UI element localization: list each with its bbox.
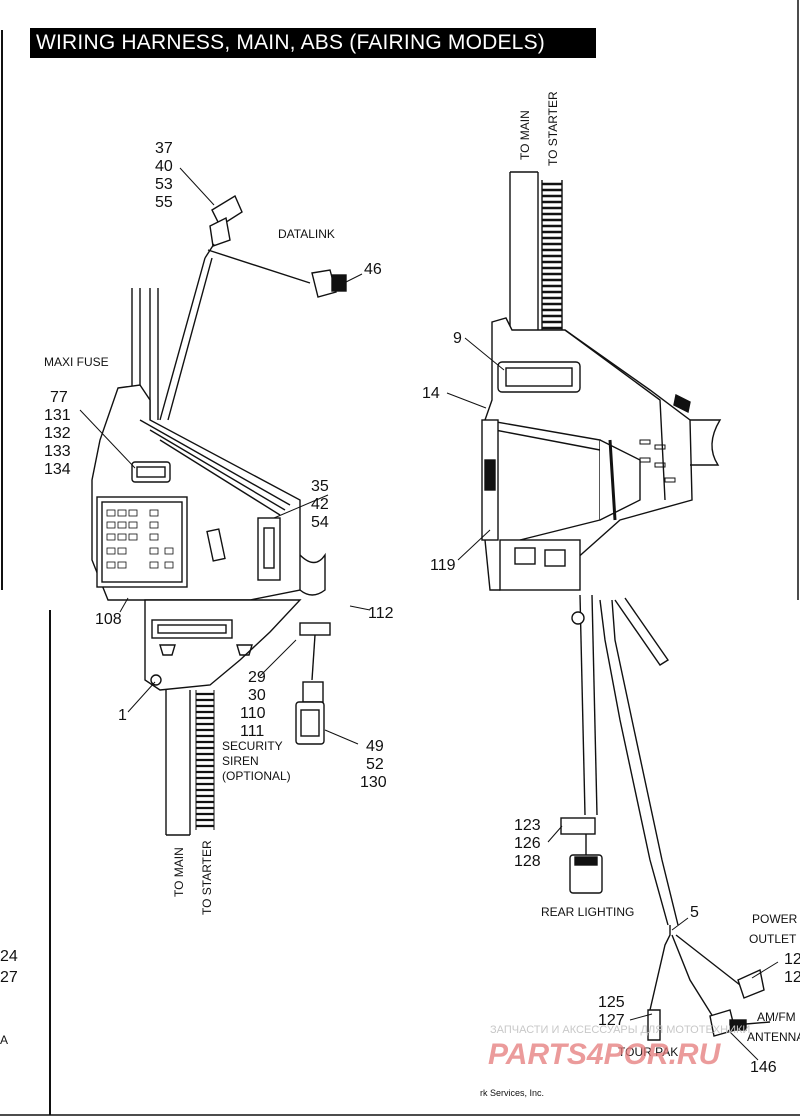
callout-77-131-134: 77 131 132 133 134 [44,389,71,478]
callout-112: 112 [368,605,394,622]
right-lower-harness [560,594,771,1041]
callout-53: 53 [155,176,173,193]
svg-text:ANTENNA: ANTENNA [747,1030,800,1044]
callout-119: 119 [430,557,456,574]
callout-108: 108 [95,611,122,628]
callout-35-42-54: 35 42 54 [311,478,329,531]
svg-text:SIREN: SIREN [222,754,259,768]
callout-110: 110 [240,705,266,722]
callout-77: 77 [50,389,68,406]
label-datalink: DATALINK [278,227,335,241]
callout-power-refs: 12 12 [784,951,800,986]
callout-9: 9 [453,330,462,347]
callout-134: 134 [44,461,71,478]
callout-29-30-110-111: 29 30 110 111 [240,669,266,740]
callout-37-40-53-55: 37 40 53 55 [155,140,173,211]
svg-text:27: 27 [0,969,18,986]
callout-40: 40 [155,158,173,175]
security-siren-connector [295,622,331,745]
callout-52: 52 [366,756,384,773]
svg-text:OUTLET: OUTLET [749,932,797,946]
callout-49: 49 [366,738,384,755]
fuse-cells [106,509,174,569]
callout-125-127: 125 127 [598,994,625,1029]
lower-harness-to-main-starter [165,690,215,836]
callout-29: 29 [248,669,266,686]
left-harness-assembly [79,167,371,836]
callout-30: 30 [248,687,266,704]
label-rear-lighting: REAR LIGHTING [541,905,634,919]
callout-133: 133 [44,443,71,460]
svg-text:SECURITY: SECURITY [222,739,283,753]
callout-123: 123 [514,817,541,834]
watermark-brand: PARTS4POR.RU [488,1038,722,1071]
svg-text:12: 12 [784,951,800,968]
label-to-starter-bottom: TO STARTER [200,840,214,915]
callout-5: 5 [690,904,699,921]
svg-text:(OPTIONAL): (OPTIONAL) [222,769,291,783]
callout-125: 125 [598,994,625,1011]
callout-37: 37 [155,140,173,157]
callout-131: 131 [44,407,71,424]
callout-132: 132 [44,425,71,442]
watermark: ЗАПЧАСТИ И АКСЕССУАРЫ ДЛЯ МОТОТЕХНИКИ PA… [480,1024,750,1098]
callout-130: 130 [360,774,387,791]
callout-54: 54 [311,514,329,531]
callout-49-52-130: 49 52 130 [360,738,387,791]
callout-35: 35 [311,478,329,495]
label-maxi-fuse: MAXI FUSE [44,355,109,369]
svg-text:AM/FM: AM/FM [757,1010,796,1024]
watermark-ru-text: ЗАПЧАСТИ И АКСЕССУАРЫ ДЛЯ МОТОТЕХНИКИ [490,1024,750,1036]
callout-55: 55 [155,194,173,211]
diagram-title: WIRING HARNESS, MAIN, ABS (FAIRING MODEL… [30,28,596,58]
copyright-text: rk Services, Inc. [480,1088,544,1098]
callout-127: 127 [598,1012,625,1029]
svg-text:24: 24 [0,948,18,965]
lower-bracket [144,599,302,691]
right-housing [481,317,722,591]
callout-123-126-128: 123 126 128 [514,817,541,870]
left-partial-callouts: 24 27 A [0,948,18,1047]
svg-text:12: 12 [784,969,800,986]
svg-text:A: A [0,1033,8,1047]
callout-42: 42 [311,496,329,513]
label-to-main-top: TO MAIN [518,110,532,160]
label-security-siren: SECURITY SIREN (OPTIONAL) [222,739,291,783]
label-power-outlet: POWER OUTLET [749,912,798,946]
label-tour-pak: TOUR PAK [618,1045,678,1059]
label-am-fm-antenna: AM/FM ANTENNA [747,1010,800,1044]
left-leader-lines [79,167,371,745]
right-harness-assembly [446,171,779,1061]
callout-128: 128 [514,853,541,870]
datalink-connector [204,194,347,298]
callout-146: 146 [750,1059,777,1076]
housing-slots [639,439,676,483]
svg-text:POWER: POWER [752,912,798,926]
label-to-starter-top: TO STARTER [546,91,560,166]
callout-126: 126 [514,835,541,852]
right-leader-lines [446,337,779,1061]
callout-46: 46 [364,261,382,278]
callout-1: 1 [118,707,127,724]
label-to-main-bottom: TO MAIN [172,847,186,897]
callout-14: 14 [422,385,440,402]
fuse-box-body [91,384,326,601]
callout-111: 111 [240,723,264,740]
